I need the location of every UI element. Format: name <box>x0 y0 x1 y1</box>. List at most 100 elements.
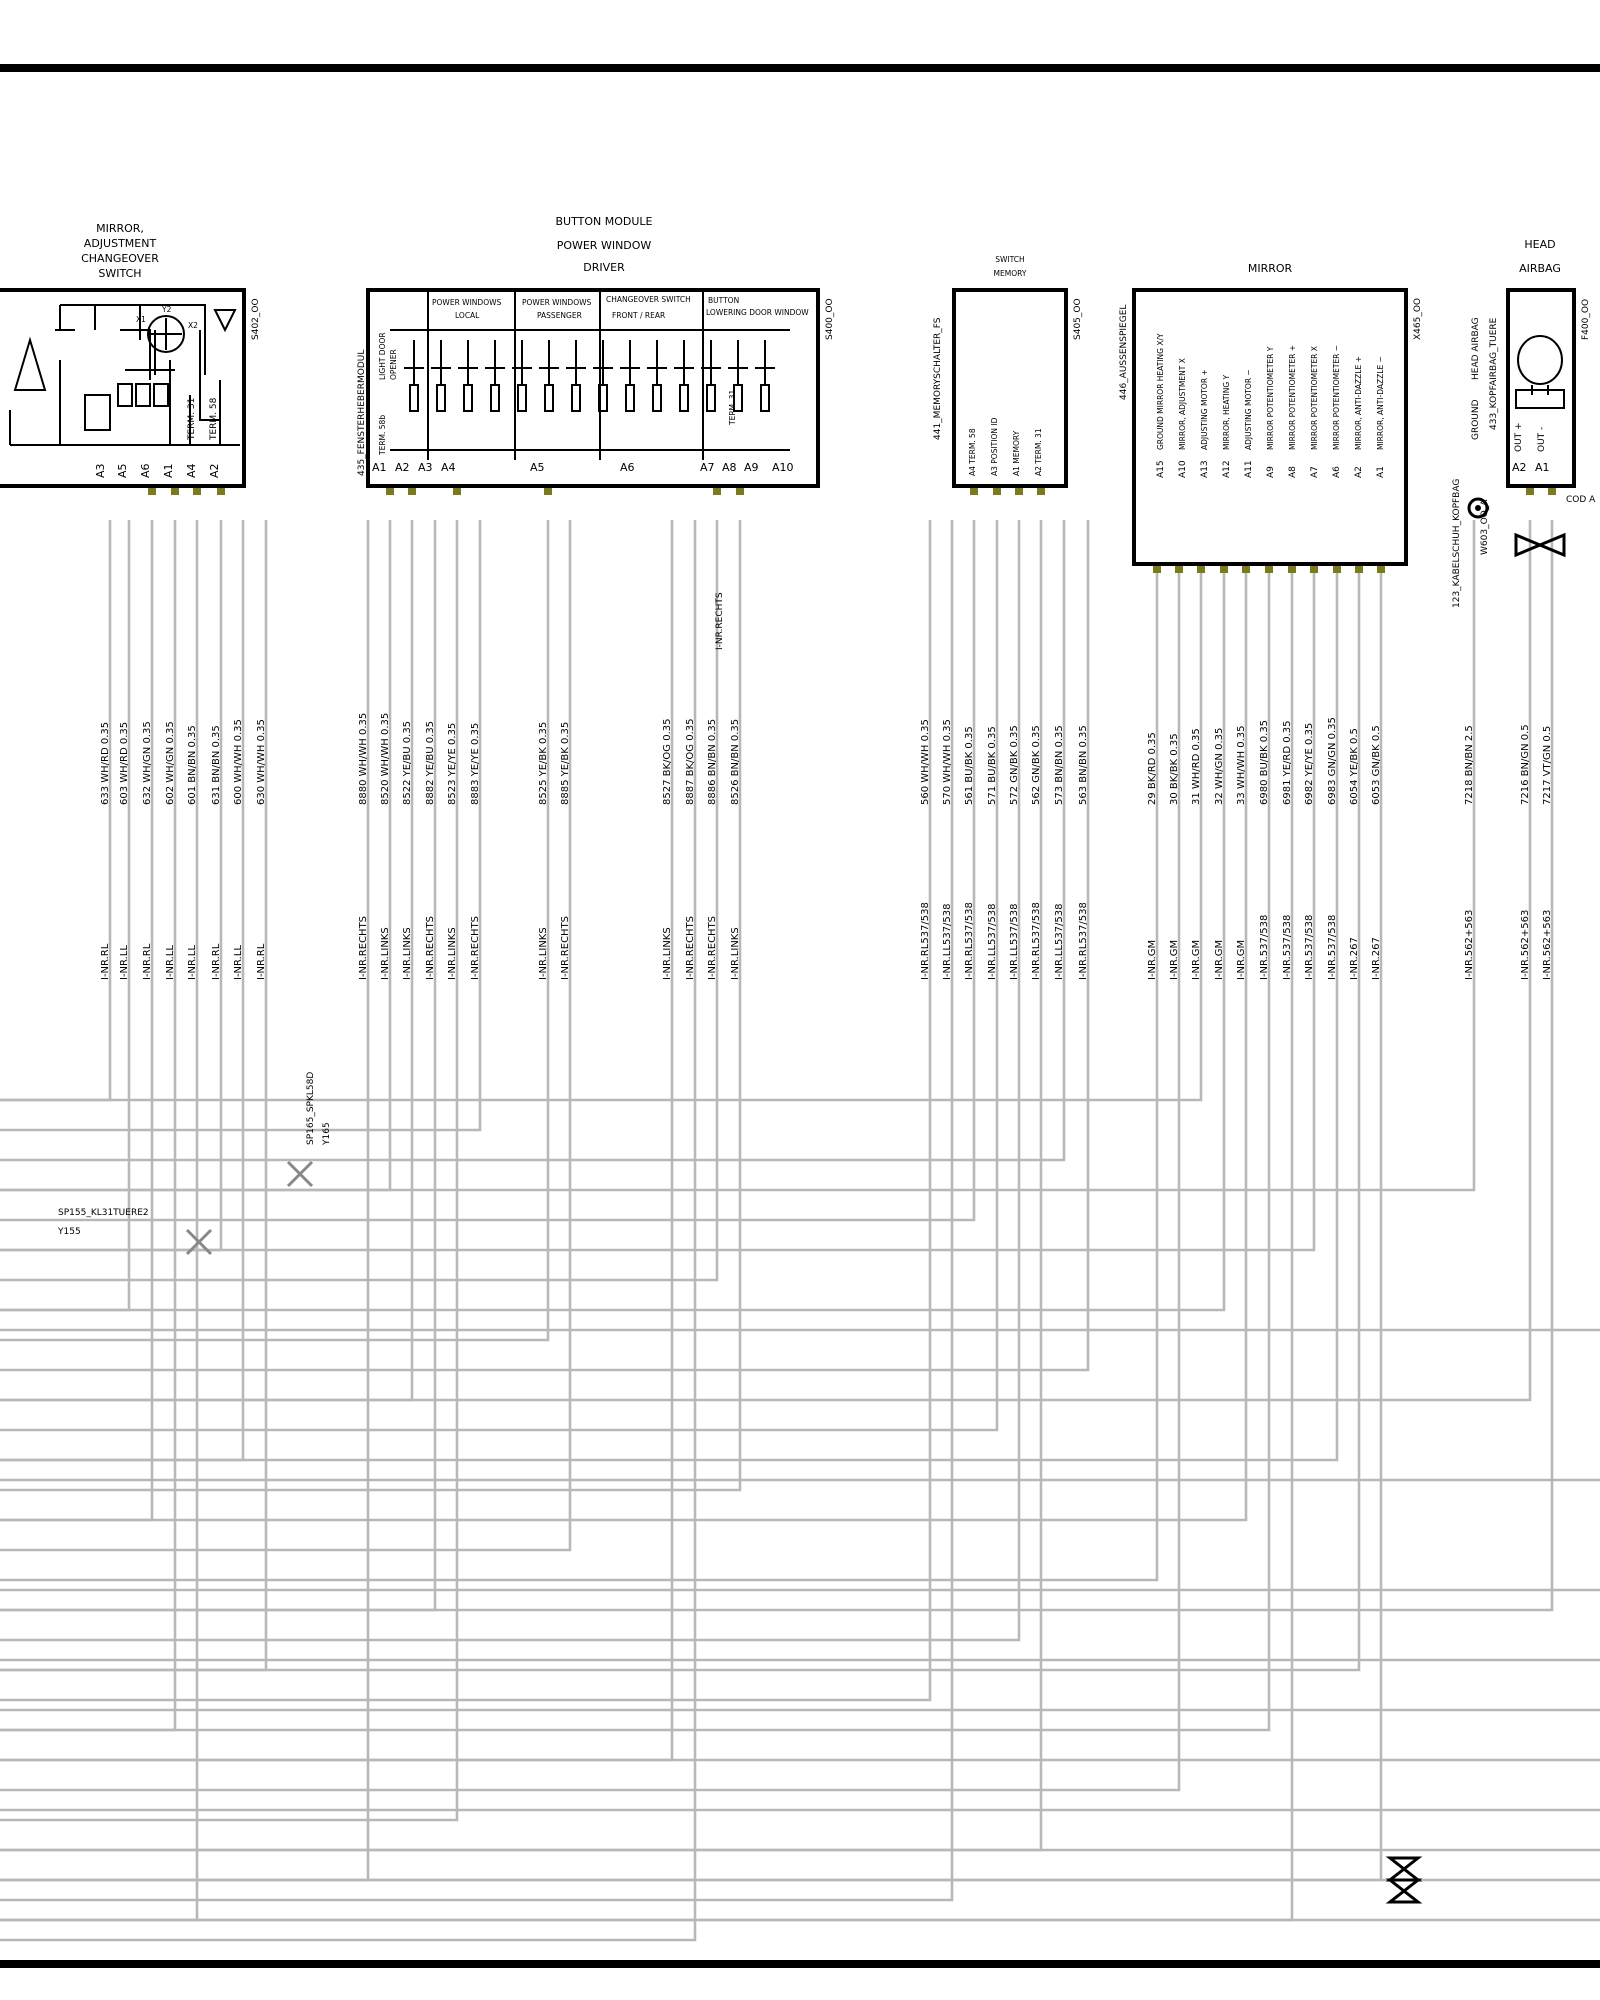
wire-route-label: I-NR.LINKS <box>402 927 413 980</box>
wire-line <box>0 520 932 1702</box>
wire-line <box>0 520 414 1402</box>
mirror-pin: A12 <box>1222 460 1232 478</box>
section-2-line-1: POWER WINDOWS <box>522 298 592 307</box>
wire-route-label: I-NR.RL <box>100 943 111 980</box>
mirror-pin-label: MIRROR POTENTIOMETER + <box>1288 345 1297 450</box>
wire-route-label: I-NR.RL <box>256 943 267 980</box>
wire-line <box>0 520 482 1132</box>
pin-terminal <box>736 486 744 495</box>
splice-155-name: SP155_KL31TUERE2 <box>58 1208 149 1218</box>
wire-label: 6053 GN/BK 0.5 <box>1371 725 1382 805</box>
resistor-2 <box>135 383 151 407</box>
label-x1: X1 <box>136 315 146 324</box>
pin-terminal <box>1355 564 1363 573</box>
memory-label-position: A3 POSITION ID <box>990 417 999 476</box>
wire-route-label: I-NR.LL537/538 <box>987 904 998 981</box>
switch-lever <box>728 340 748 385</box>
wire-line <box>0 520 550 1342</box>
switch-lever <box>620 340 640 385</box>
memory-label-memory: A1 MEMORY <box>1012 430 1021 476</box>
wire-label: 29 BK/RD 0.35 <box>1147 732 1158 805</box>
memory-switch-box <box>952 288 1068 488</box>
joystick-circle <box>147 315 185 353</box>
mirror-pin-label: MIRROR POTENTIOMETER X <box>1310 346 1319 450</box>
wm-pin-a4: A4 <box>441 461 456 474</box>
pin-terminal <box>1197 564 1205 573</box>
airbag-box <box>1506 288 1576 488</box>
wire-route-label: I-NR.LINKS <box>730 927 741 980</box>
wire-line <box>0 520 572 1552</box>
airbag-pin-a2: A2 <box>1512 461 1527 474</box>
mirror-box <box>1132 288 1408 566</box>
wire-route-label: I-NR.RECHTS <box>560 916 571 980</box>
wire-line <box>0 520 459 1822</box>
mirror-switch-box <box>0 288 246 488</box>
wire-line <box>0 520 1532 1402</box>
wire-line <box>0 520 1361 1672</box>
mirror-pin: A1 <box>1376 466 1386 478</box>
splice-165-code: Y165 <box>322 1122 332 1146</box>
section-2-line-2: PASSENGER <box>537 311 582 320</box>
wire-route-label: I-NR.267 <box>1371 937 1382 980</box>
pin-a4: A4 <box>185 463 198 478</box>
memory-switch-code: S405_OO <box>1073 298 1083 340</box>
mirror-pin-label: MIRROR POTENTIOMETER − <box>1332 345 1341 450</box>
wire-label: 8885 YE/BK 0.35 <box>560 722 571 805</box>
mirror-pin-label: MIRROR, ADJUSTMENT X <box>1178 358 1187 450</box>
pin-terminal <box>408 486 416 495</box>
wire-route-label: I-NR.GM <box>1214 940 1225 980</box>
wire-route-label: I-NR.LL537/538 <box>1009 904 1020 981</box>
wire-label: 31 WH/RD 0.35 <box>1191 728 1202 805</box>
wire-line <box>0 520 1476 1192</box>
section-0-line-2: OPENER <box>389 349 398 380</box>
wire-route-label: I-NR.LL <box>233 945 244 980</box>
switch-lever <box>458 340 478 385</box>
mirror-pin: A2 <box>1354 466 1364 478</box>
memory-label-term31: A2 TERM. 31 <box>1034 428 1043 476</box>
airbag-pin-a1: A1 <box>1535 461 1550 474</box>
wire-route-label: I-NR.537/538 <box>1282 915 1293 980</box>
wm-pin-a1: A1 <box>372 461 387 474</box>
wire-line <box>0 520 976 1222</box>
wire-label: 8887 BK/OG 0.35 <box>685 719 696 805</box>
splice-155-code: Y155 <box>57 1227 81 1237</box>
switch-lever <box>485 340 505 385</box>
wire-line <box>0 520 1271 1732</box>
ground-lug-hole <box>1475 505 1481 511</box>
airbag-head-label: HEAD AIRBAG <box>1471 317 1481 380</box>
wire-label: 8525 YE/BK 0.35 <box>538 722 549 805</box>
wire-label: 6054 YE/BK 0.5 <box>1349 728 1360 805</box>
mirror-pin-label: ADJUSTING MOTOR + <box>1200 369 1209 450</box>
mirror-pin: A7 <box>1310 466 1320 478</box>
wire-harness <box>0 486 1600 1942</box>
pin-terminal <box>1288 564 1296 573</box>
wire-route-label: I-NR.562+563 <box>1464 910 1475 980</box>
wire-label: 33 WH/WH 0.35 <box>1236 725 1247 805</box>
wire-line <box>0 520 954 1902</box>
wire-label: 8527 BK/OG 0.35 <box>662 719 673 805</box>
pin-terminal <box>1153 564 1161 573</box>
pin-terminal <box>171 486 179 495</box>
pin-terminal <box>1310 564 1318 573</box>
bottom-border <box>0 1960 1600 1968</box>
switch-lever <box>404 340 424 385</box>
memory-switch-side-label: 441_MEMORYSCHALTER_FS <box>933 317 943 440</box>
mirror-switch-title-1: MIRROR, <box>96 222 144 235</box>
mirror-switch: MIRROR, ADJUSTMENT CHANGEOVER SWITCH X1 … <box>0 222 261 488</box>
mirror-switch-code: S402_OO <box>251 298 261 340</box>
wire-route-label: I-NR.RL537/538 <box>964 902 975 980</box>
wire-route-label: I-NR.537/538 <box>1259 915 1270 980</box>
wire-route-label: I-NR.RL537/538 <box>1078 902 1089 980</box>
wire-label: 7216 BN/GN 0.5 <box>1520 724 1531 805</box>
pin-terminal <box>544 486 552 495</box>
section-3-line-1: CHANGEOVER SWITCH <box>606 295 691 304</box>
wire-label: 630 WH/WH 0.35 <box>256 719 267 805</box>
wire-label: 631 BN/BN 0.35 <box>211 725 222 805</box>
twisted-pair-icon <box>1385 1856 1423 1904</box>
window-module-switches <box>404 340 775 412</box>
wire-line <box>0 520 1090 1372</box>
pin-terminal <box>1175 564 1183 573</box>
wire-route-label: I-NR.RECHTS <box>358 916 369 980</box>
section-1-line-2: LOCAL <box>455 311 480 320</box>
wire-label: 633 WH/RD 0.35 <box>100 722 111 805</box>
